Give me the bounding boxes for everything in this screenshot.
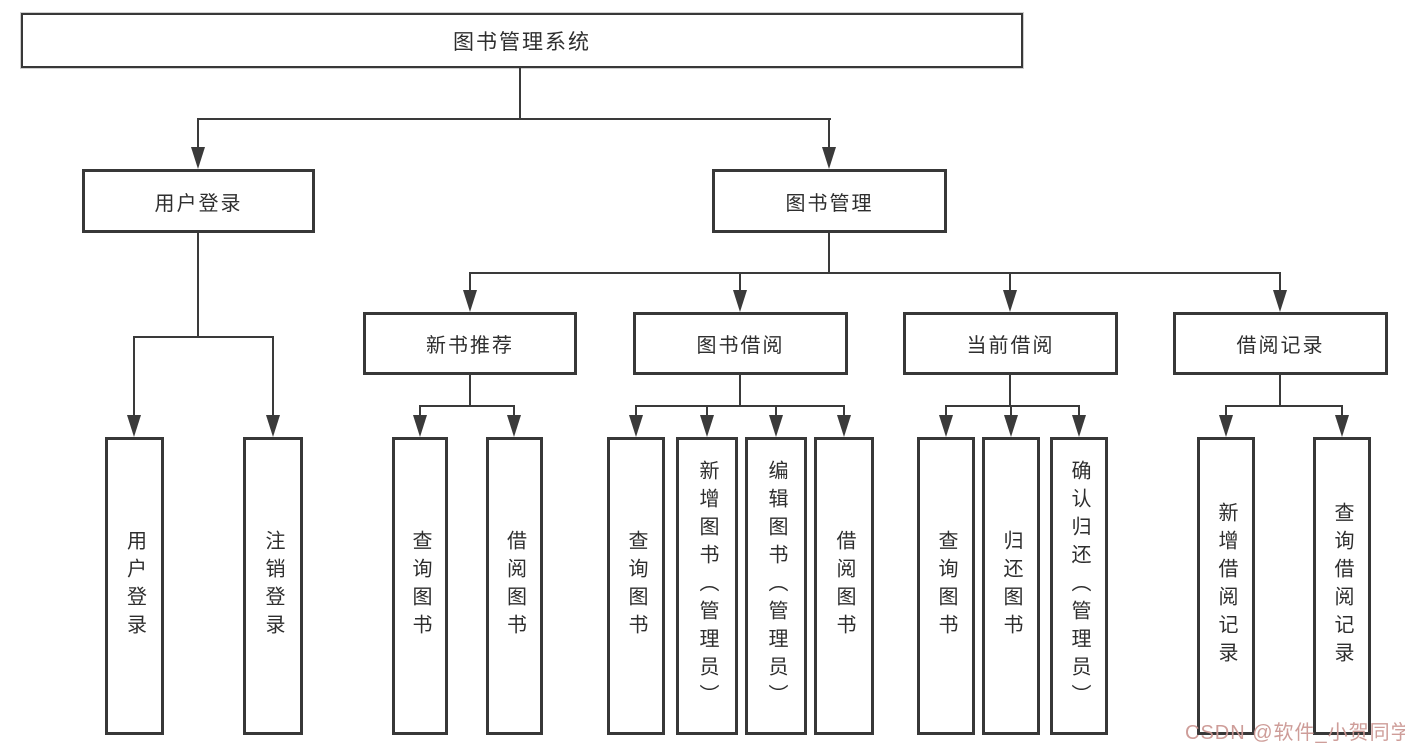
- connector-line: [636, 405, 845, 407]
- leaf-add-borrow-record-label: 新增借阅记录: [1215, 502, 1237, 670]
- leaf-query-books-current: 查询图书: [917, 437, 975, 735]
- connector-line: [197, 233, 199, 336]
- arrowhead: [463, 290, 477, 312]
- connector-line: [739, 375, 741, 405]
- connector-line: [1226, 405, 1342, 407]
- leaf-edit-books-admin-label: 编辑图书（管理员）: [765, 460, 787, 712]
- leaf-logout-label: 注销登录: [262, 530, 284, 642]
- leaf-query-books-recommend-label: 查询图书: [409, 530, 431, 642]
- node-borrow-records-label: 借阅记录: [1236, 335, 1325, 357]
- leaf-edit-books-admin: 编辑图书（管理员）: [745, 437, 807, 735]
- arrowhead: [733, 290, 747, 312]
- leaf-borrow-books: 借阅图书: [814, 437, 874, 735]
- connector-line: [519, 68, 521, 120]
- node-library-system: 图书管理系统: [21, 13, 1023, 68]
- leaf-return-books: 归还图书: [982, 437, 1040, 735]
- node-book-borrow-label: 图书借阅: [696, 335, 785, 357]
- connector-line: [1010, 405, 1012, 417]
- arrowhead: [191, 147, 205, 169]
- connector-line: [1225, 405, 1227, 417]
- leaf-borrow-books-recommend-label: 借阅图书: [503, 530, 526, 642]
- connector-line: [775, 405, 777, 417]
- connector-line: [706, 405, 708, 417]
- arrowhead: [507, 415, 521, 437]
- arrowhead: [629, 415, 643, 437]
- node-current-borrow-label: 当前借阅: [966, 335, 1055, 357]
- leaf-add-books-admin-label: 新增图书（管理员）: [696, 460, 718, 712]
- arrowhead: [127, 415, 141, 437]
- leaf-query-books-borrow-label: 查询图书: [625, 530, 647, 642]
- connector-line: [133, 336, 135, 417]
- arrowhead: [266, 415, 280, 437]
- leaf-add-borrow-record: 新增借阅记录: [1197, 437, 1255, 735]
- arrowhead: [1072, 415, 1086, 437]
- node-new-book-recommend-label: 新书推荐: [426, 335, 514, 357]
- node-user-login: 用户登录: [82, 169, 315, 233]
- leaf-add-books-admin: 新增图书（管理员）: [676, 437, 738, 735]
- node-borrow-records: 借阅记录: [1173, 312, 1388, 375]
- connector-line: [945, 405, 947, 417]
- connector-line: [419, 405, 421, 417]
- leaf-query-borrow-record-label: 查询借阅记录: [1331, 502, 1353, 670]
- arrowhead: [1335, 415, 1349, 437]
- connector-line: [828, 233, 830, 272]
- connector-line: [513, 405, 515, 417]
- watermark: CSDN @软件_小贺同学: [1185, 722, 1405, 744]
- arrowhead: [1003, 290, 1017, 312]
- connector-line: [1279, 375, 1281, 405]
- connector-line: [420, 405, 515, 407]
- leaf-confirm-return-admin: 确认归还（管理员）: [1050, 437, 1108, 735]
- leaf-user-login-label: 用户登录: [123, 530, 146, 642]
- connector-line: [739, 272, 741, 292]
- arrowhead: [700, 415, 714, 437]
- connector-line: [469, 375, 471, 405]
- connector-line: [635, 405, 637, 417]
- node-book-management-label: 图书管理: [785, 192, 874, 215]
- leaf-return-books-label: 归还图书: [1000, 530, 1022, 642]
- arrowhead: [413, 415, 427, 437]
- arrowhead: [837, 415, 851, 437]
- connector-line: [1009, 272, 1011, 292]
- connector-line: [470, 272, 1281, 274]
- connector-line: [946, 405, 1079, 407]
- leaf-query-borrow-record: 查询借阅记录: [1313, 437, 1371, 735]
- connector-line: [197, 118, 199, 149]
- arrowhead: [1004, 415, 1018, 437]
- node-new-book-recommend: 新书推荐: [363, 312, 577, 375]
- arrowhead: [1219, 415, 1233, 437]
- leaf-borrow-books-recommend: 借阅图书: [486, 437, 543, 735]
- connector-line: [1279, 272, 1281, 292]
- connector-line: [1341, 405, 1343, 417]
- leaf-confirm-return-admin-label: 确认归还（管理员）: [1068, 460, 1090, 712]
- arrowhead: [769, 415, 783, 437]
- arrowhead: [939, 415, 953, 437]
- node-book-management: 图书管理: [712, 169, 947, 233]
- leaf-query-books-recommend: 查询图书: [392, 437, 448, 735]
- leaf-logout: 注销登录: [243, 437, 303, 735]
- connector-line: [272, 336, 274, 417]
- node-book-borrow: 图书借阅: [633, 312, 848, 375]
- arrowhead: [822, 147, 836, 169]
- connector-line: [1078, 405, 1080, 417]
- leaf-borrow-books-label: 借阅图书: [833, 530, 855, 642]
- arrowhead: [1273, 290, 1287, 312]
- leaf-user-login: 用户登录: [105, 437, 164, 735]
- leaf-query-books-borrow: 查询图书: [607, 437, 665, 735]
- leaf-query-books-current-label: 查询图书: [935, 530, 957, 642]
- node-current-borrow: 当前借阅: [903, 312, 1118, 375]
- connector-line: [843, 405, 845, 417]
- node-user-login-label: 用户登录: [154, 192, 243, 215]
- node-library-system-label: 图书管理系统: [453, 30, 591, 54]
- connector-line: [1009, 375, 1011, 405]
- connector-line: [134, 336, 274, 338]
- connector-line: [469, 272, 471, 292]
- connector-line: [828, 118, 830, 149]
- connector-line: [197, 118, 831, 120]
